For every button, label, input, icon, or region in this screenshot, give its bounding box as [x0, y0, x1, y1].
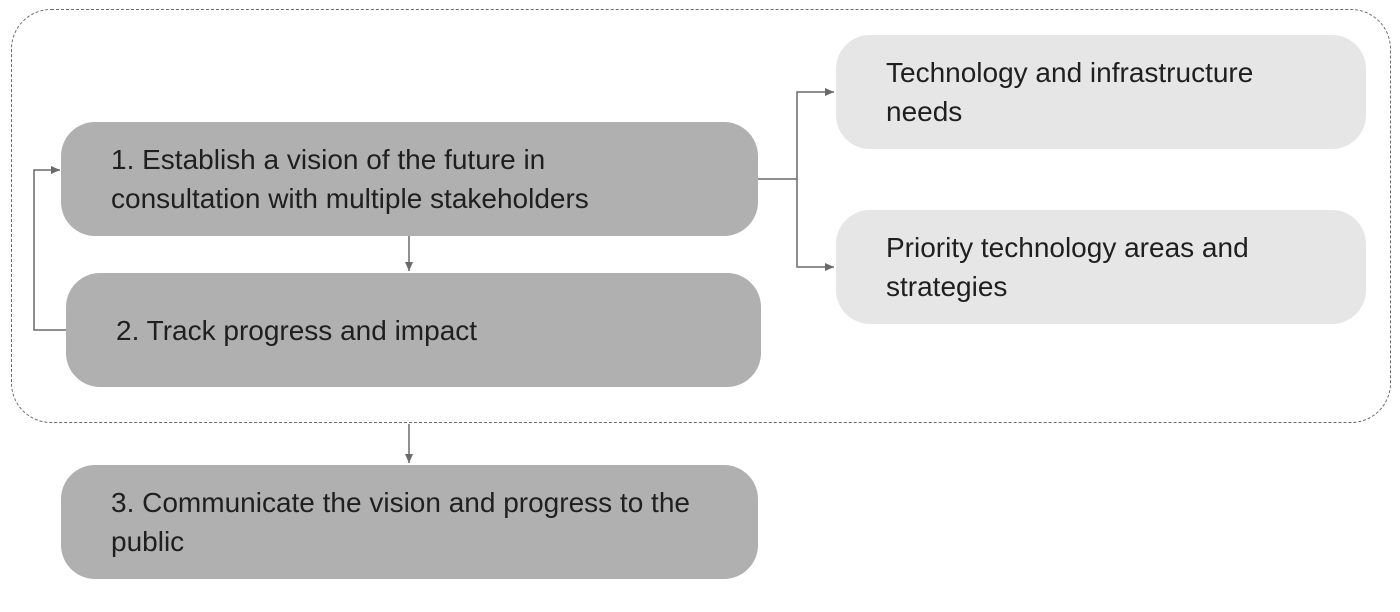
connector-step1-to-priority-areas [796, 179, 834, 271]
dashed-group-frame [11, 9, 1391, 423]
tech-infrastructure-text: Technology and infrastructure needs [886, 57, 1254, 127]
step1-box: 1. Establish a vision of the future in c… [61, 122, 758, 236]
connector-step1-to-tech-infrastructure [757, 88, 834, 180]
priority-areas-text: Priority technology areas and strategies [886, 232, 1249, 302]
step1-text: 1. Establish a vision of the future in c… [111, 144, 589, 214]
priority-areas-box: Priority technology areas and strategies [836, 210, 1366, 324]
step3-text: 3. Communicate the vision and progress t… [111, 487, 690, 557]
step2-box: 2. Track progress and impact [66, 273, 761, 387]
connector-step2-loop-to-step1 [33, 166, 66, 331]
step2-text: 2. Track progress and impact [116, 314, 478, 346]
tech-infrastructure-box: Technology and infrastructure needs [836, 35, 1366, 149]
step3-box: 3. Communicate the vision and progress t… [61, 465, 758, 579]
